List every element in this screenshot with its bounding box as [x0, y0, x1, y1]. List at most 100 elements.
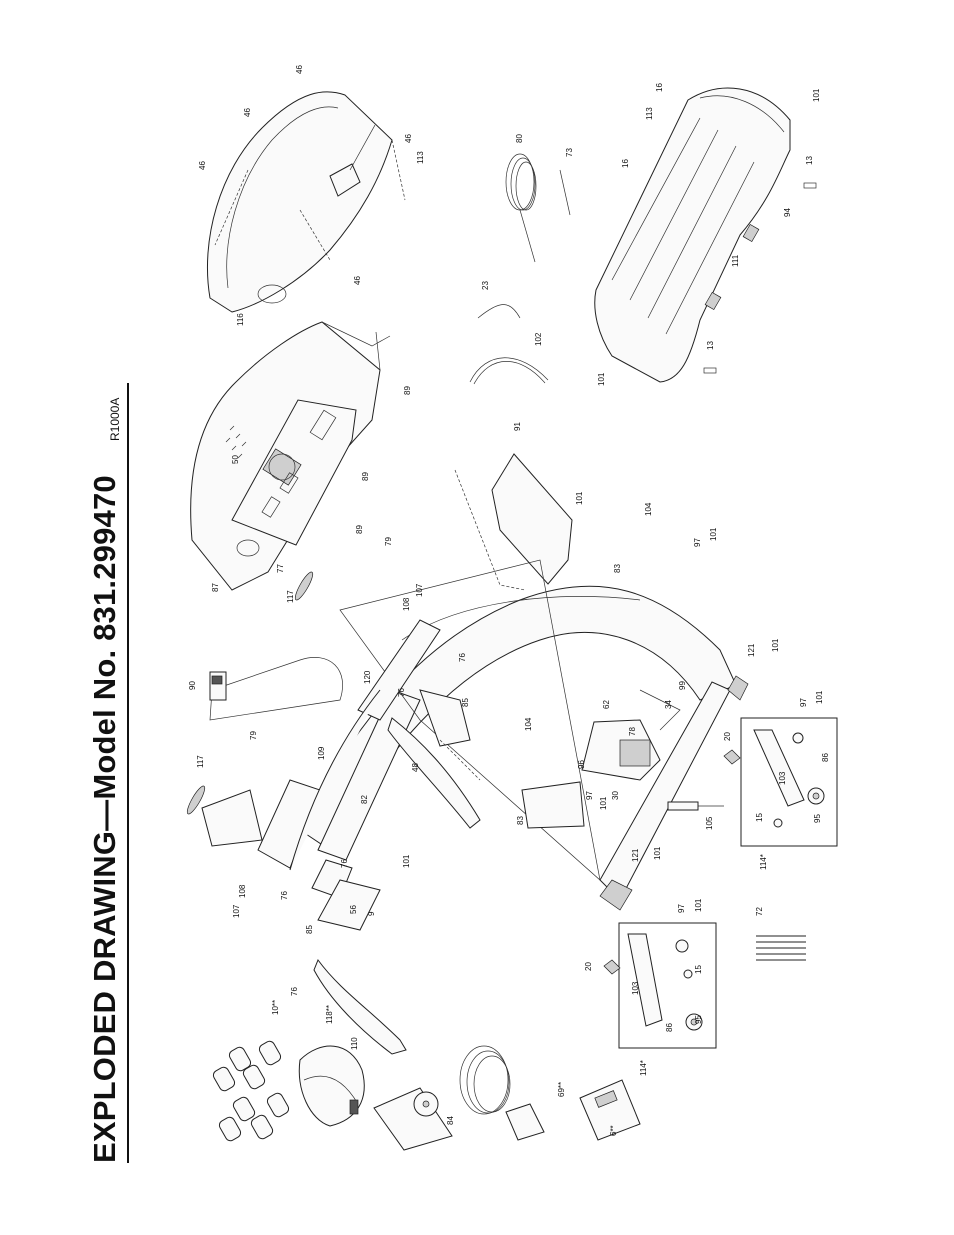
part-callout: 121	[747, 643, 756, 657]
wiring	[469, 153, 571, 385]
part-callout: 79	[384, 537, 393, 546]
part-callout: 113	[416, 151, 425, 164]
part-callout: 76	[458, 653, 467, 662]
part-callout: 86	[665, 1023, 674, 1032]
part-callout: 101	[812, 88, 821, 102]
part-callout: 87	[211, 583, 220, 592]
part-callout: 91	[513, 422, 522, 431]
motor-hood	[594, 87, 817, 383]
part-callout: 101	[575, 491, 584, 505]
part-callout: 76	[280, 891, 289, 900]
part-callout: 9	[367, 911, 376, 916]
straps	[298, 1045, 365, 1127]
part-callout: 103	[631, 981, 640, 995]
rear-roller-inset-left	[603, 922, 717, 1049]
part-callout: 89	[403, 386, 412, 395]
part-callout: 97	[677, 904, 686, 913]
part-callout: 118**	[325, 1005, 334, 1024]
part-callout: 110	[350, 1037, 359, 1050]
part-callout: 103	[778, 771, 787, 785]
audio-cables	[459, 1045, 545, 1141]
part-callout: 114*	[639, 1060, 648, 1076]
part-callout: 76	[290, 987, 299, 996]
part-callout: 101	[653, 846, 662, 860]
part-callout: 116	[236, 313, 245, 326]
part-callout: 101	[709, 527, 718, 541]
part-callout: 89	[361, 472, 370, 481]
part-callout: 117	[286, 590, 295, 603]
part-callout: 102	[534, 332, 543, 346]
motor-shield	[454, 453, 573, 591]
part-callout: 97	[585, 791, 594, 800]
part-callout: 76	[397, 688, 406, 697]
part-callout: 16	[655, 83, 664, 92]
part-callout: 121	[631, 848, 640, 862]
part-callout: 83	[613, 564, 622, 573]
part-callout: 20	[584, 962, 593, 971]
part-callout: 46	[295, 65, 304, 74]
part-callout: 90	[188, 681, 197, 690]
rear-roller-inset-right	[723, 717, 838, 847]
part-callout: 13	[706, 341, 715, 350]
part-callout: 97	[693, 538, 702, 547]
console-assembly	[190, 321, 391, 591]
part-callout: 107	[232, 904, 241, 918]
part-callout: 104	[644, 502, 653, 516]
part-callout: 46	[198, 161, 207, 170]
part-callout: 30	[611, 791, 620, 800]
part-callout: 73	[565, 148, 574, 157]
part-callout: 15	[755, 813, 764, 822]
part-callout: 23	[481, 281, 490, 290]
part-callout: 109	[317, 746, 326, 760]
part-callout: 105	[705, 816, 714, 830]
part-callout: 82	[360, 795, 369, 804]
part-callout: 85	[305, 925, 314, 934]
part-callout: 101	[694, 898, 703, 912]
part-callout: 78	[628, 727, 637, 736]
part-callout: 13	[805, 156, 814, 165]
part-callout: 99	[678, 681, 687, 690]
part-callout: 46	[404, 134, 413, 143]
part-callout: 101	[402, 854, 411, 868]
part-callout: 86	[821, 753, 830, 762]
part-callout: 79	[249, 731, 258, 740]
part-callout: 56	[349, 905, 358, 914]
part-callout: 108	[238, 884, 247, 898]
part-callout: 101	[597, 372, 606, 386]
part-callout: 101	[815, 690, 824, 704]
part-callout: 20	[723, 732, 732, 741]
manual	[579, 1079, 641, 1141]
part-callout: 101	[771, 638, 780, 652]
part-callout: 114*	[759, 854, 768, 870]
frame-assembly	[257, 559, 749, 911]
uprights-and-handrails	[311, 689, 481, 1055]
part-callout: 101	[599, 796, 608, 810]
part-callout: 117	[196, 755, 205, 768]
part-callout: 84	[446, 1116, 455, 1125]
part-callout: 107	[415, 583, 424, 597]
part-callout: 108	[402, 597, 411, 611]
part-callout: 113	[645, 107, 654, 120]
part-callout: 6**	[609, 1125, 618, 1136]
cd-kit	[373, 1087, 453, 1151]
part-callout: 10**	[271, 1000, 280, 1015]
part-callout: 96	[577, 760, 586, 769]
part-callout: 15	[694, 965, 703, 974]
dumbbells	[212, 1040, 290, 1142]
part-callout: 16	[621, 159, 630, 168]
accessory-tray	[209, 657, 343, 721]
part-callout: 46	[353, 276, 362, 285]
part-callout: 111	[731, 254, 740, 267]
part-callout: 95	[694, 1015, 703, 1024]
part-callout: 104	[524, 717, 533, 731]
bolt-set	[756, 935, 806, 961]
part-callout: 69**	[557, 1082, 566, 1097]
part-callout: 83	[516, 816, 525, 825]
part-callout: 120	[363, 670, 372, 684]
part-callout: 80	[515, 134, 524, 143]
incline-motor	[521, 689, 724, 829]
console-cover	[207, 91, 406, 313]
part-callout: 95	[813, 814, 822, 823]
